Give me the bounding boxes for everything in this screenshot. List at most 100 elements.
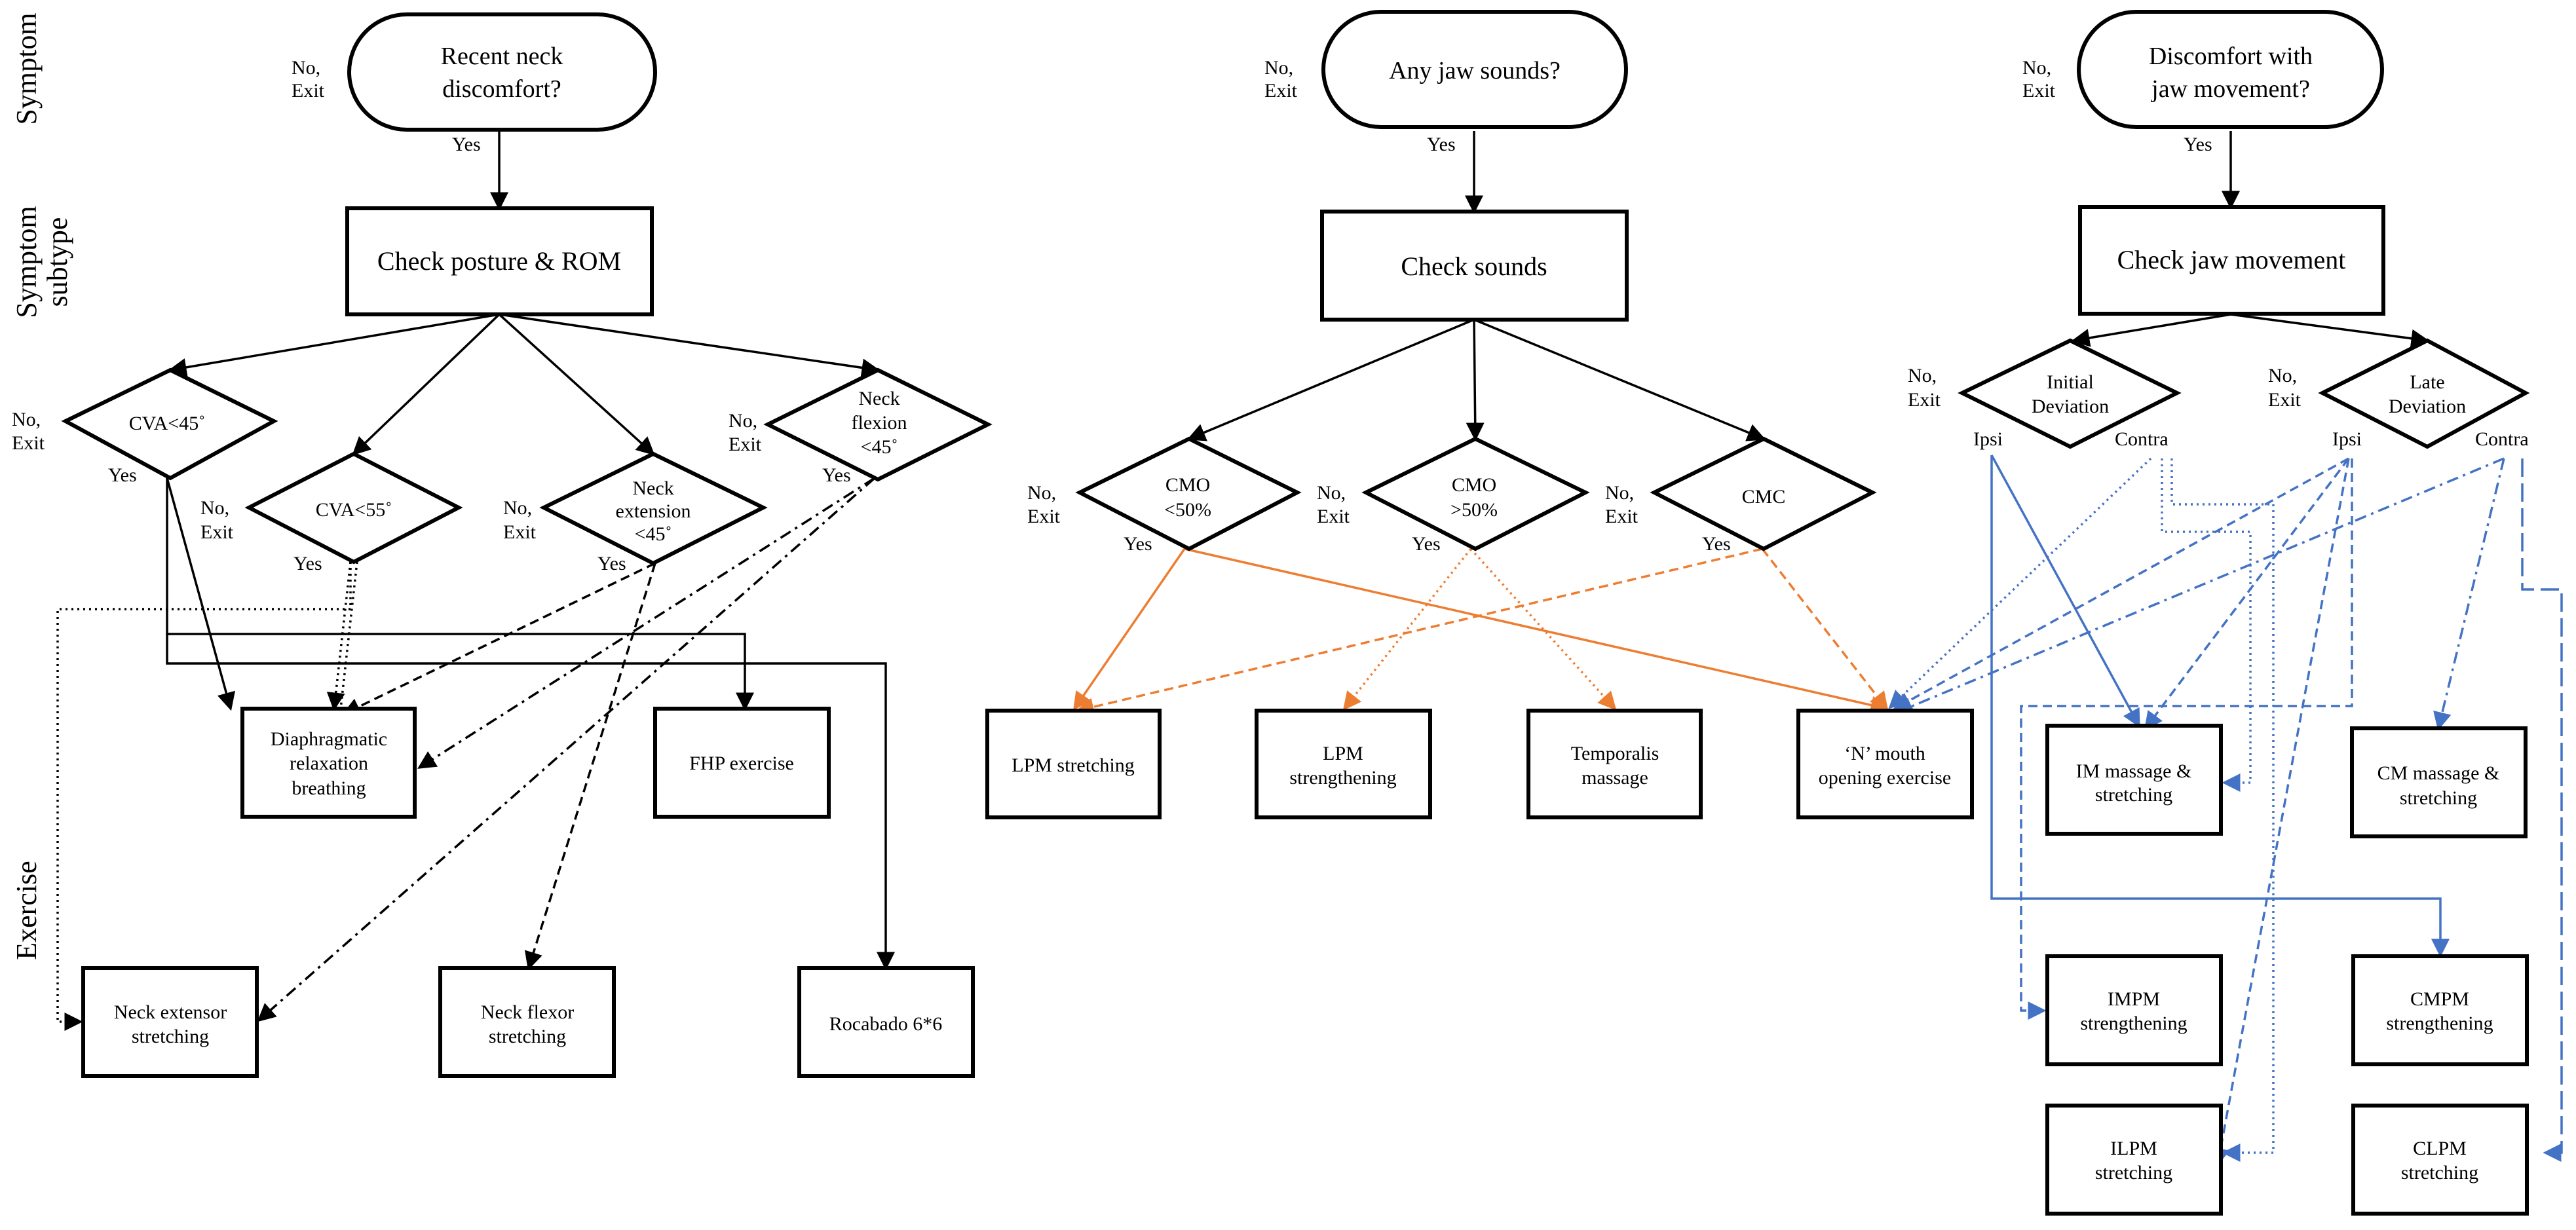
row-label-symptom: Symptom — [10, 12, 43, 124]
clpm-label-2: stretching — [2401, 1162, 2478, 1183]
late-label-1: Late — [2410, 371, 2444, 393]
cmo-gt-label-2: >50% — [1450, 499, 1498, 521]
cva55-label: CVA<55˚ — [316, 499, 392, 521]
nes-label-2: stretching — [132, 1026, 209, 1047]
edge-init-contra-n-mouth — [1888, 457, 2152, 709]
cmo-lt-yes: Yes — [1124, 533, 1152, 555]
cva55-yes: Yes — [294, 553, 322, 574]
neck-symptom-label-1: Recent neck — [441, 43, 563, 70]
cmc-label: CMC — [1742, 486, 1786, 508]
nfs-label-1: Neck flexor — [481, 1001, 574, 1023]
edge-init-contra-im — [2161, 458, 2252, 792]
exercise-fhp: FHP exercise — [653, 707, 831, 819]
edge-late-ipsi-im — [2144, 457, 2350, 730]
flex-no: No, — [729, 410, 757, 432]
edge-cmo-lt-n-mouth — [1184, 548, 1889, 715]
sounds-symptom-yes: Yes — [1427, 134, 1456, 155]
edge-cmc-lpm-str — [1075, 548, 1763, 716]
cm-label-1: CM massage & — [2377, 762, 2500, 784]
neck-section: Recent neck discomfort? No, Exit Yes Che… — [12, 12, 993, 1078]
decision-cmo-lt50: CMO <50% — [1075, 436, 1302, 551]
ext-label-2: extension — [616, 500, 691, 522]
sounds-symptom-node: Any jaw sounds? — [1321, 10, 1628, 129]
edge-check-cva45 — [168, 313, 500, 377]
edge-cmo-lt-lpm-str — [1073, 548, 1186, 711]
jaw-movement-section: Discomfort with jaw movement? No, Exit Y… — [1908, 10, 2530, 1216]
edge-init-ipsi-cmpm — [1990, 455, 2450, 958]
move-check-label: Check jaw movement — [2117, 245, 2346, 274]
cmpm-label-2: strengthening — [2386, 1013, 2493, 1034]
decision-cmo-gt50: CMO >50% — [1361, 436, 1590, 551]
exercise-im-massage: IM massage & stretching — [2045, 724, 2223, 836]
row-label-exercise: Exercise — [10, 861, 43, 960]
neck-check-label: Check posture & ROM — [377, 246, 621, 276]
init-label-1: Initial — [2047, 371, 2094, 393]
cmo-gt-exit: Exit — [1317, 506, 1350, 527]
im-label-1: IM massage & — [2076, 760, 2192, 782]
sounds-symptom-no: No, — [1264, 57, 1293, 79]
edge-cva55-diaph — [326, 561, 352, 711]
ext-exit: Exit — [503, 521, 537, 543]
exercise-ilpm: ILPM stretching — [2045, 1104, 2223, 1216]
edge-check-init — [2071, 313, 2231, 347]
n-mouth-label-1: ‘N’ mouth — [1844, 743, 1925, 764]
flex-exit: Exit — [729, 434, 762, 455]
exercise-rocabado: Rocabado 6*6 — [797, 966, 975, 1078]
cm-label-2: stretching — [2400, 787, 2477, 809]
fhp-label: FHP exercise — [689, 753, 794, 774]
move-symptom-label-1: Discomfort with — [2149, 43, 2313, 70]
move-symptom-node: Discomfort with jaw movement? — [2077, 10, 2384, 129]
edge-check-ext — [498, 313, 655, 456]
diaph-label-1: Diaphragmatic — [271, 728, 387, 750]
edge-late-ipsi-impm — [2020, 458, 2353, 1020]
late-ipsi: Ipsi — [2332, 428, 2362, 450]
clpm-label-1: CLPM — [2413, 1138, 2467, 1159]
ilpm-label-1: ILPM — [2110, 1138, 2157, 1159]
edge-late-ipsi-n-mouth — [1892, 457, 2349, 710]
temp-label-1: Temporalis — [1571, 743, 1659, 764]
move-symptom-exit: Exit — [2022, 80, 2056, 102]
cmo-lt-no: No, — [1027, 482, 1056, 504]
lpm-sg-label-1: LPM — [1323, 743, 1363, 764]
edge-cva55-nes — [56, 562, 352, 1031]
edge-flex-diaph — [417, 477, 875, 769]
exercise-clpm: CLPM stretching — [2351, 1104, 2529, 1216]
exercise-neck-flexor: Neck flexor stretching — [438, 966, 616, 1078]
sounds-check-node: Check sounds — [1320, 210, 1629, 322]
edge-cva45-rocabado — [166, 634, 895, 971]
flex-label-3: <45˚ — [861, 436, 898, 458]
edge-late-contra-cm — [2433, 458, 2505, 731]
cva55-no: No, — [200, 497, 229, 519]
nes-label-1: Neck extensor — [114, 1001, 227, 1023]
edge-ext-nfs — [524, 563, 656, 971]
row-label-subtype-line1: Symptom — [10, 206, 43, 318]
neck-check-node: Check posture & ROM — [345, 206, 654, 316]
row-label-subtype-line2: subtype — [41, 217, 73, 307]
cmo-lt-label-1: CMO — [1165, 474, 1210, 496]
cva45-yes: Yes — [108, 464, 137, 486]
n-mouth-label-2: opening exercise — [1819, 767, 1951, 789]
cva45-exit: Exit — [12, 432, 45, 454]
lpm-str-label: LPM stretching — [1012, 755, 1135, 776]
edge-late-contra-n-mouth — [1894, 457, 2505, 715]
cmc-yes: Yes — [1702, 533, 1731, 555]
decision-cva55: CVA<55˚ — [244, 451, 463, 565]
cmo-gt-yes: Yes — [1412, 533, 1441, 555]
cmc-no: No, — [1605, 482, 1634, 504]
ilpm-label-2: stretching — [2095, 1162, 2172, 1183]
decision-neck-extension: Neck extension <45˚ — [539, 451, 768, 566]
move-symptom-yes: Yes — [2184, 134, 2212, 155]
move-symptom-no: No, — [2022, 57, 2051, 79]
sounds-symptom-label: Any jaw sounds? — [1389, 57, 1561, 84]
cva45-no: No, — [12, 409, 41, 430]
edge-cmo-gt-lpm-sg — [1342, 548, 1472, 711]
neck-symptom-yes: Yes — [452, 134, 481, 155]
init-no: No, — [1908, 365, 1937, 386]
decision-cva45: CVA<45˚ — [61, 367, 278, 481]
decision-cmc: CMC — [1650, 436, 1877, 551]
init-label-2: Deviation — [2032, 396, 2109, 417]
flex-label-2: flexion — [852, 412, 907, 434]
edge-cva55-diaph-2 — [339, 561, 358, 709]
exercise-cmpm: CMPM strengthening — [2351, 954, 2529, 1066]
